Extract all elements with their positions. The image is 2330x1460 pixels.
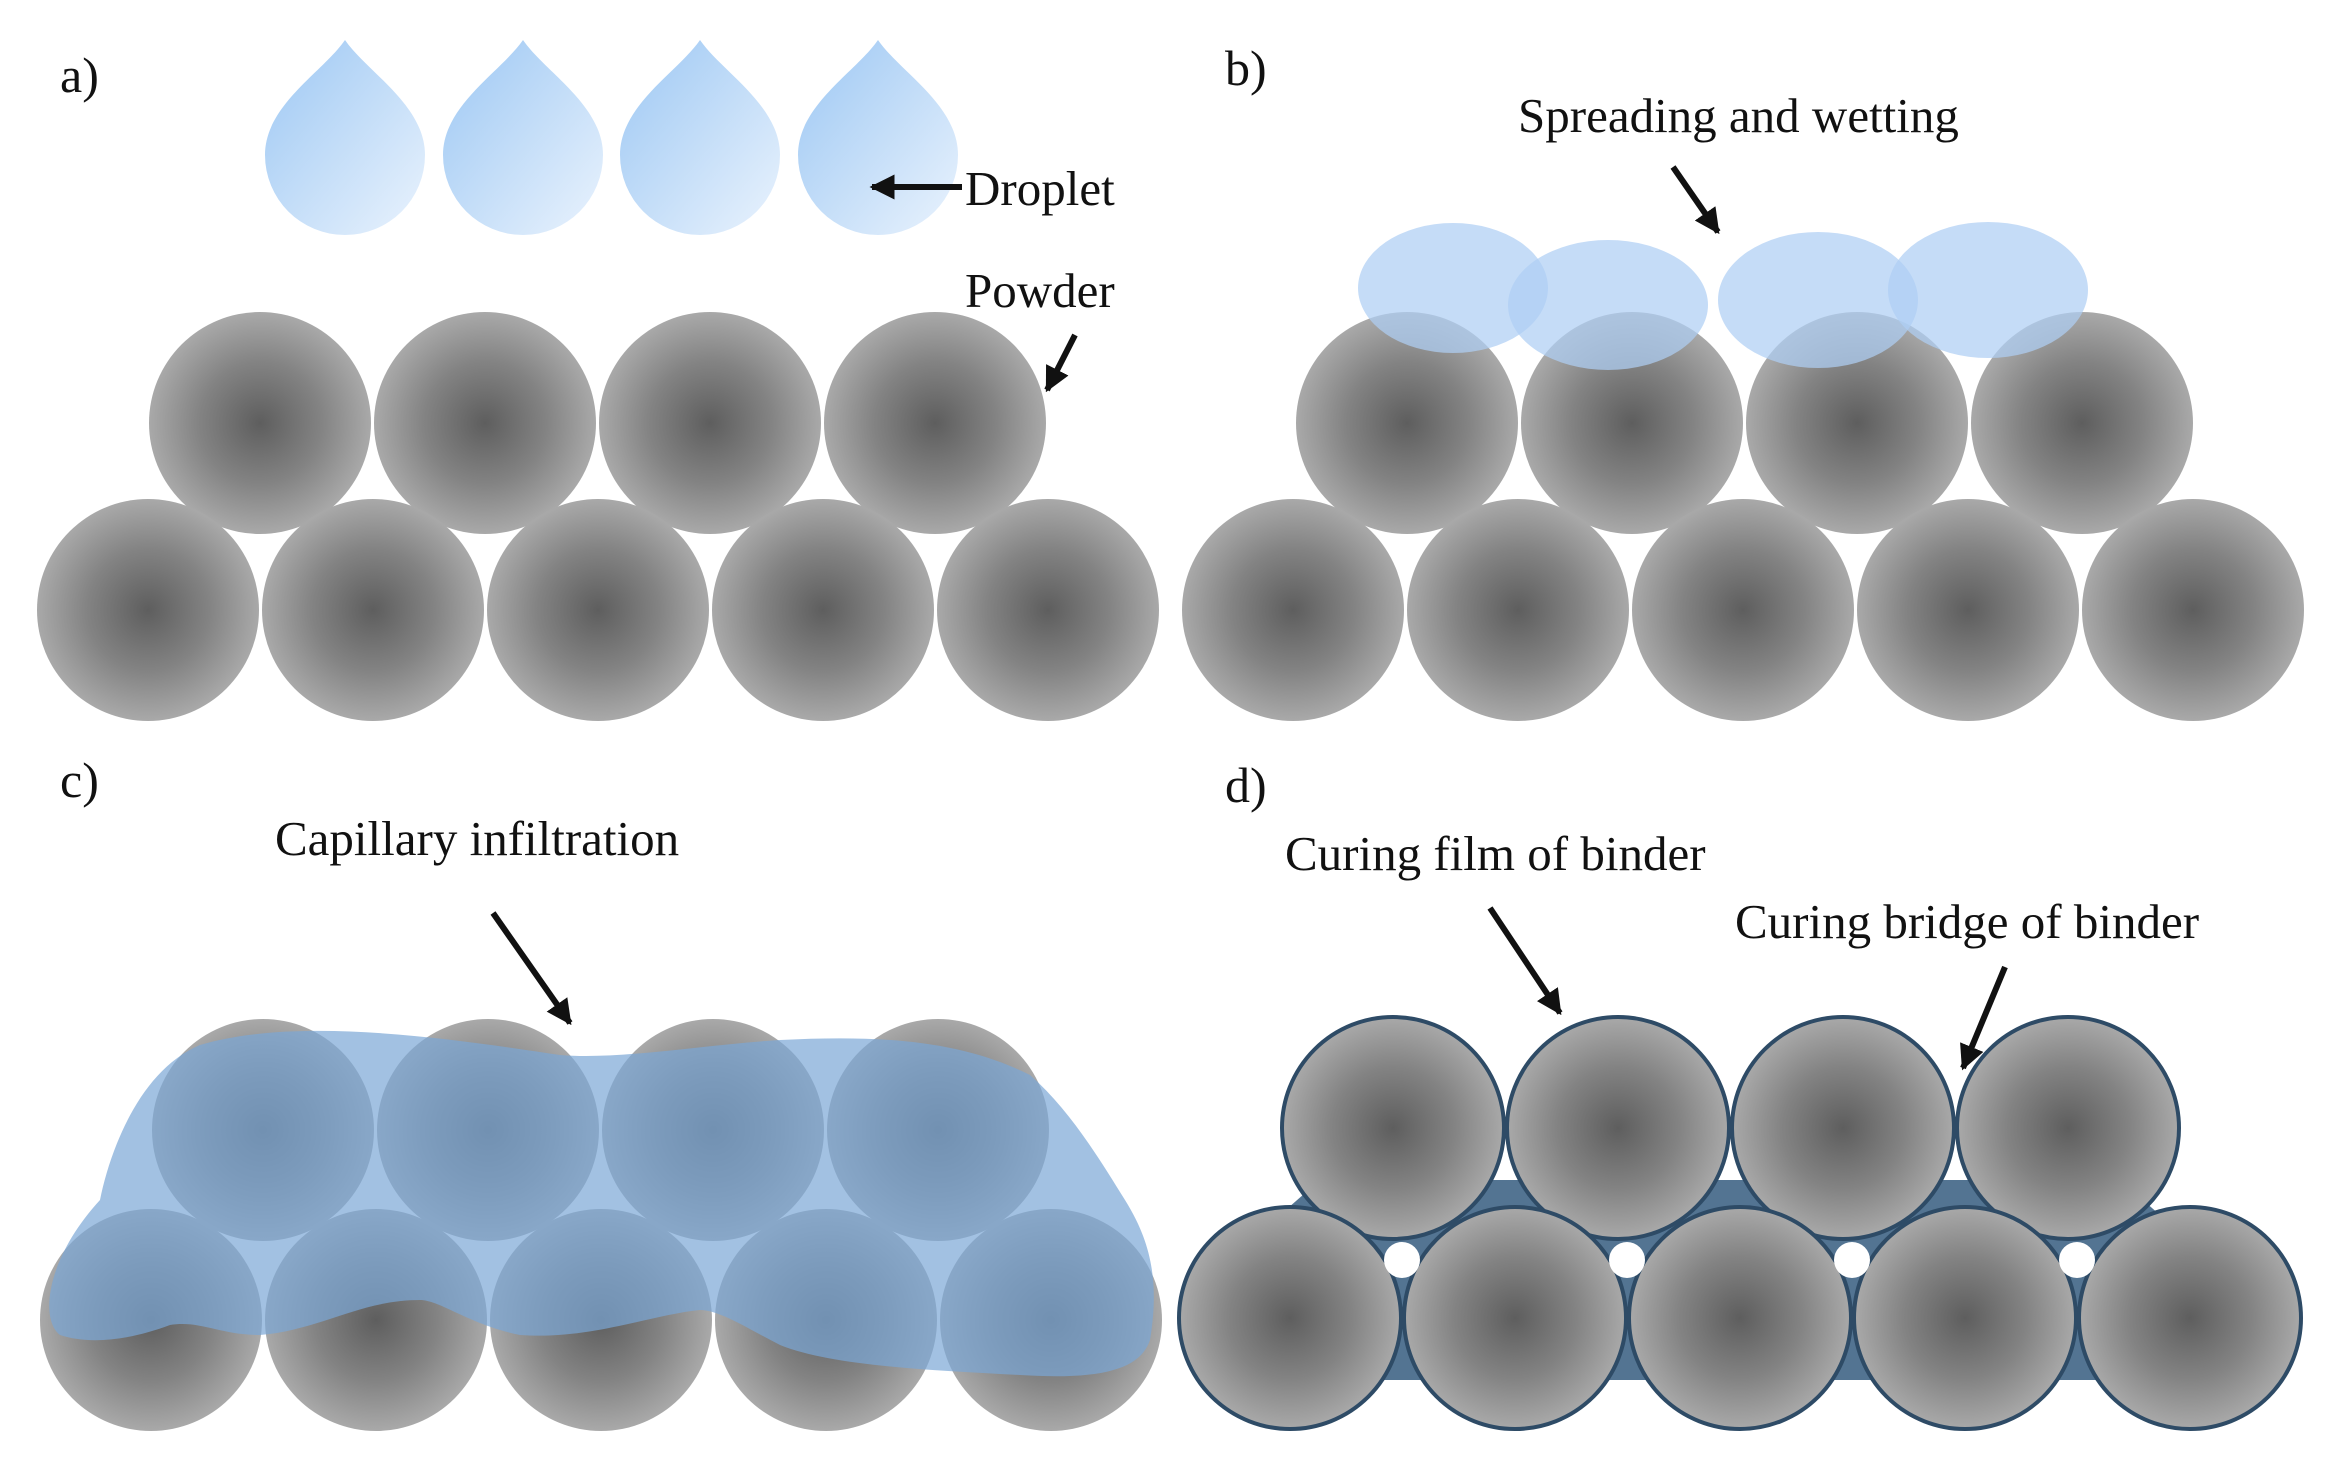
powder-particles-b [1182,312,2304,721]
powder-particle [1177,1205,1403,1431]
droplet-annotation: Droplet [965,161,1115,216]
curing-film-arrow [1487,906,1563,1016]
curing-film-annotation: Curing film of binder [1285,826,1706,881]
droplet [265,40,425,235]
powder-particle [1971,312,2193,534]
curing-bridge-annotation: Curing bridge of binder [1735,894,2199,949]
powder-particle [1730,1015,1956,1241]
powder-particle [824,312,1046,534]
droplet [798,40,958,235]
coated-particles-d [1177,1015,2303,1431]
powder-particle [1746,312,1968,534]
droplet [443,40,603,235]
panel-b-label: b) [1225,40,1267,96]
spreading-arrow [1670,165,1721,235]
pore [2059,1242,2095,1278]
spread-droplet [1888,222,2088,358]
curing-bridge-arrow [1960,965,2008,1071]
droplet-group [265,40,958,235]
powder-particle [712,499,934,721]
spread-droplet [1508,240,1708,370]
panel-d-label: d) [1225,757,1267,813]
spread-droplet [1358,223,1548,353]
panel-d: d) Curing film of binder Curing bridge o… [1177,757,2303,1431]
infiltrated-binder [49,1030,1154,1377]
powder-particles-a [37,312,1159,721]
powder-particle [1296,312,1518,534]
pore [1834,1242,1870,1278]
powder-particle [2077,1205,2303,1431]
binder-volume [49,1030,1154,1377]
powder-particle [37,499,259,721]
powder-particle [374,312,596,534]
powder-particle [1402,1205,1628,1431]
powder-particle [1505,1015,1731,1241]
powder-particle [1955,1015,2181,1241]
powder-particle [1632,499,1854,721]
panel-a: a) Droplet Powder [37,40,1159,721]
spread-liquid [1358,222,2088,370]
panel-a-label: a) [60,47,99,103]
powder-particle [1521,312,1743,534]
spread-droplet [1718,232,1918,368]
powder-annotation: Powder [965,263,1115,318]
powder-particle [1407,499,1629,721]
powder-particle [262,499,484,721]
powder-particle [1182,499,1404,721]
powder-particle [937,499,1159,721]
droplet [620,40,780,235]
powder-particle [1852,1205,2078,1431]
pore [1609,1242,1645,1278]
powder-particle [1857,499,2079,721]
powder-particle [487,499,709,721]
pore [1384,1242,1420,1278]
panel-b: b) Spreading and wetting [1182,40,2304,721]
powder-particle [1280,1015,1506,1241]
capillary-annotation: Capillary infiltration [275,811,679,866]
powder-particle [599,312,821,534]
powder-particle [2082,499,2304,721]
powder-arrow [1044,333,1078,393]
powder-particle [149,312,371,534]
capillary-arrow [490,911,573,1026]
powder-particle [1627,1205,1853,1431]
spreading-annotation: Spreading and wetting [1518,88,1959,143]
panel-c: c) Capillary infiltration [40,752,1162,1431]
panel-c-label: c) [60,752,99,808]
